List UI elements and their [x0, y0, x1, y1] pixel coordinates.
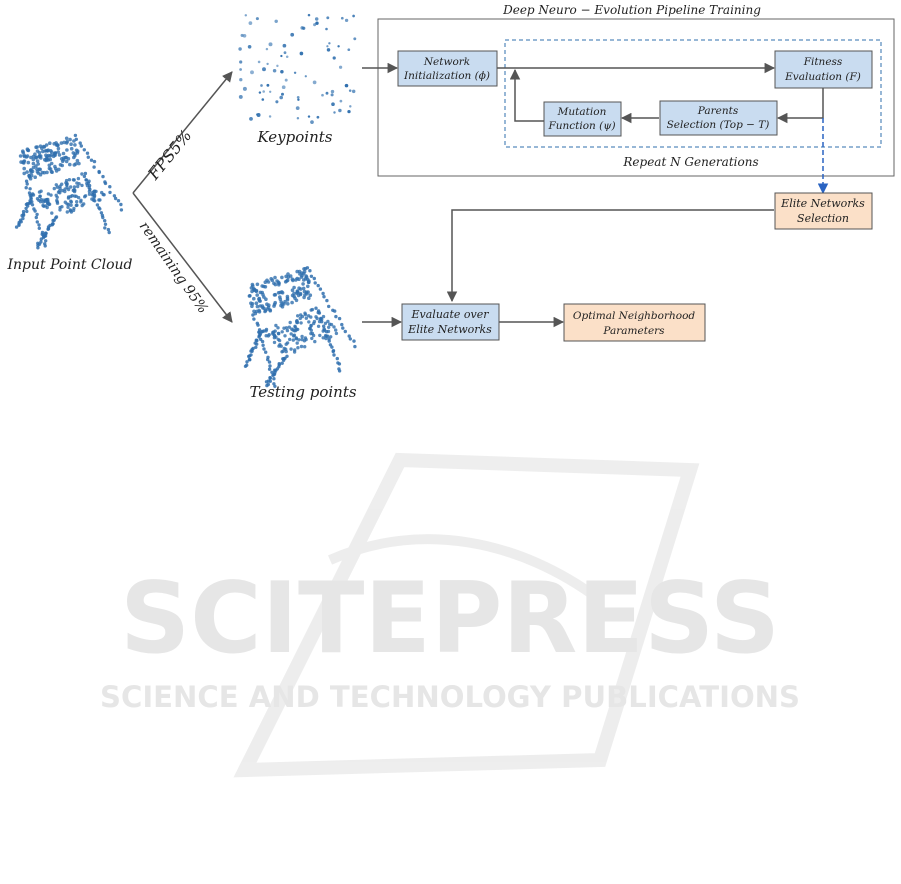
keypoints-label: Keypoints: [257, 128, 333, 146]
evaluate-elite-line2: Elite Networks: [407, 323, 492, 336]
fitness-eval-line2: Evaluation (F): [784, 71, 861, 83]
watermark-sub: SCIENCE AND TECHNOLOGY PUBLICATIONS: [100, 680, 800, 714]
elite-to-evaluate-arrow: [446, 209, 774, 303]
repeat-generations-label: Repeat N Generations: [622, 155, 758, 169]
input-point-cloud-label: Input Point Cloud: [6, 257, 132, 273]
pipeline-container: [377, 18, 895, 177]
elite-selection-line1: Elite Networks: [780, 197, 865, 210]
remaining-split-label: remaining 95%: [136, 219, 211, 317]
optimal-params-box: Optimal Neighborhood Parameters: [563, 303, 706, 342]
parents-selection-line1: Parents: [697, 105, 739, 117]
mutation-line2: Function (ψ): [547, 120, 615, 132]
mutation-loop-arrow: [509, 68, 544, 122]
network-init-line2: Initialization (ϕ): [403, 70, 490, 82]
input-point-cloud-image: [14, 133, 124, 250]
parents-selection-box: Parents Selection (Top − T): [659, 100, 778, 136]
network-init-line1: Network: [423, 56, 470, 68]
elite-selection-line2: Selection: [797, 212, 849, 225]
optimal-params-line2: Parameters: [602, 325, 665, 337]
network-init-box: Network Initialization (ϕ): [397, 50, 498, 87]
parents-selection-line2: Selection (Top − T): [667, 119, 770, 131]
watermark-main: SCITEPRESS: [120, 562, 780, 676]
mutation-box: Mutation Function (ψ): [543, 101, 622, 137]
optimal-params-line1: Optimal Neighborhood: [573, 310, 696, 322]
mutation-line1: Mutation: [557, 106, 607, 118]
fitness-eval-line1: Fitness: [803, 56, 843, 68]
testing-points-image: [243, 266, 357, 388]
fitness-eval-box: Fitness Evaluation (F): [774, 50, 873, 89]
repeat-loop-region: [504, 39, 882, 148]
watermark-logo: SCITEPRESS SCIENCE AND TECHNOLOGY PUBLIC…: [100, 452, 800, 778]
testing-points-label: Testing points: [249, 383, 356, 401]
evaluate-elite-box: Evaluate over Elite Networks: [401, 303, 500, 341]
remaining-split-arrow: [132, 192, 233, 323]
elite-selection-box: Elite Networks Selection: [774, 192, 873, 230]
keypoints-image: [238, 13, 357, 124]
pipeline-title: Deep Neuro − Evolution Pipeline Training: [502, 3, 761, 17]
fps-split-arrow: [132, 71, 233, 194]
fps-split-label: FPS5%: [143, 126, 195, 184]
evaluate-elite-line1: Evaluate over: [411, 308, 490, 321]
